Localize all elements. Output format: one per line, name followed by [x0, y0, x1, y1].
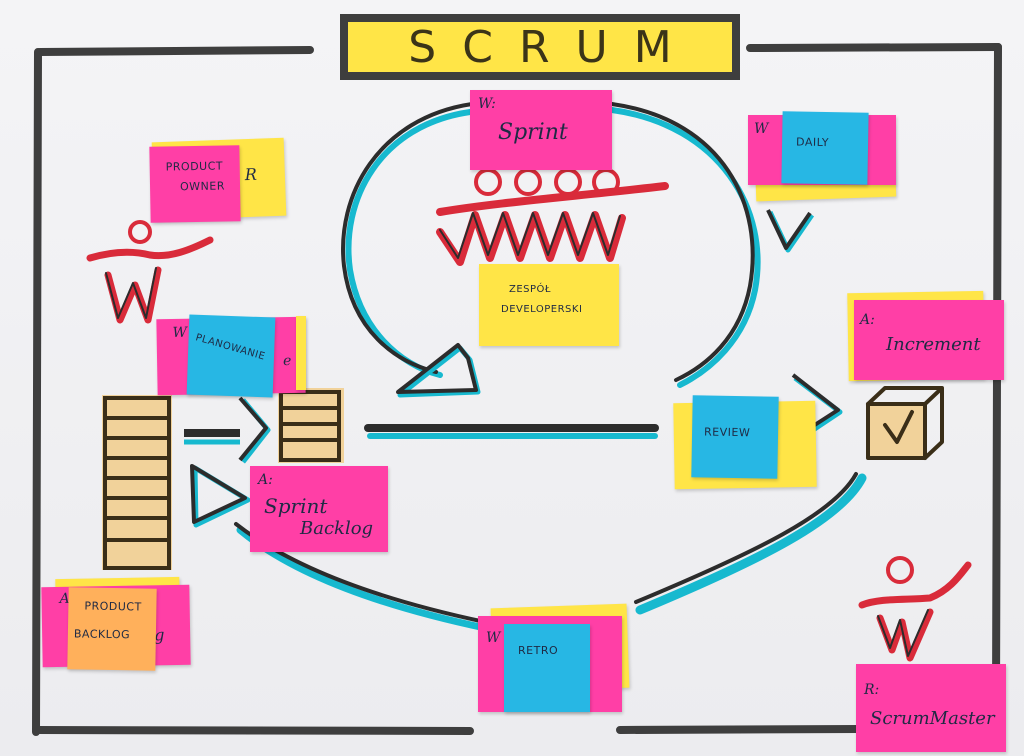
product-owner-note: PRODUCT OWNER — [149, 145, 241, 223]
product-owner-line1: PRODUCT — [165, 159, 224, 174]
scrum-master-text: ScrumMaster — [870, 708, 995, 729]
daily-note: DAILY — [781, 111, 869, 185]
arrowheads — [184, 209, 843, 528]
increment-label: A: — [860, 312, 875, 328]
product-backlog-note: PRODUCT BACKLOG — [67, 587, 157, 671]
board-frame — [32, 43, 1002, 736]
retro-label: W — [486, 630, 501, 646]
person-icon — [858, 556, 972, 662]
product-owner-back-suffix: R — [244, 164, 258, 185]
review-text: REVIEW — [703, 425, 751, 440]
increment-text: Increment — [886, 334, 981, 355]
team-icon — [436, 168, 669, 266]
title-banner: SCRUM — [340, 14, 740, 80]
person-icon — [86, 220, 214, 324]
retro-note: RETRO — [504, 624, 590, 712]
retro-text: RETRO — [518, 644, 559, 657]
product-backlog-line2: BACKLOG — [73, 627, 131, 642]
sprint-backlog-line1: Sprint — [264, 494, 328, 518]
review-note: REVIEW — [691, 395, 779, 479]
checkbox-box-icon — [866, 386, 944, 460]
product-backlog-line1: PRODUCT — [84, 599, 142, 614]
team-line2: DEVELOPERSKI — [501, 304, 583, 315]
backlog-list-icon — [102, 395, 172, 570]
sprint-backlog-line2: Backlog — [300, 518, 374, 539]
team-line1: ZESPÓŁ — [509, 284, 552, 295]
backlog-list-icon — [278, 388, 344, 463]
sprint-text: Sprint — [498, 120, 568, 145]
increment-note: A: Increment — [854, 300, 1004, 380]
daily-text: DAILY — [795, 135, 830, 150]
planning-text: PLANOWANIE — [194, 332, 267, 363]
planning-label: W — [172, 324, 188, 342]
planning-suffix: e — [282, 352, 292, 370]
planning-strip-note — [296, 316, 306, 390]
sprint-note: W: Sprint — [470, 90, 612, 170]
sprint-label: W: — [478, 96, 496, 112]
scrum-master-note: R: ScrumMaster — [856, 664, 1006, 752]
daily-label: W — [754, 121, 769, 137]
product-owner-line2: OWNER — [179, 179, 226, 194]
planning-note: PLANOWANIE — [186, 314, 276, 398]
sprint-backlog-label: A: — [258, 472, 273, 488]
team-note: ZESPÓŁ DEVELOPERSKI — [479, 264, 619, 346]
page-title: SCRUM — [408, 21, 698, 73]
scrum-master-label: R: — [864, 682, 880, 698]
sprint-backlog-note: A: Sprint Backlog — [250, 466, 388, 552]
